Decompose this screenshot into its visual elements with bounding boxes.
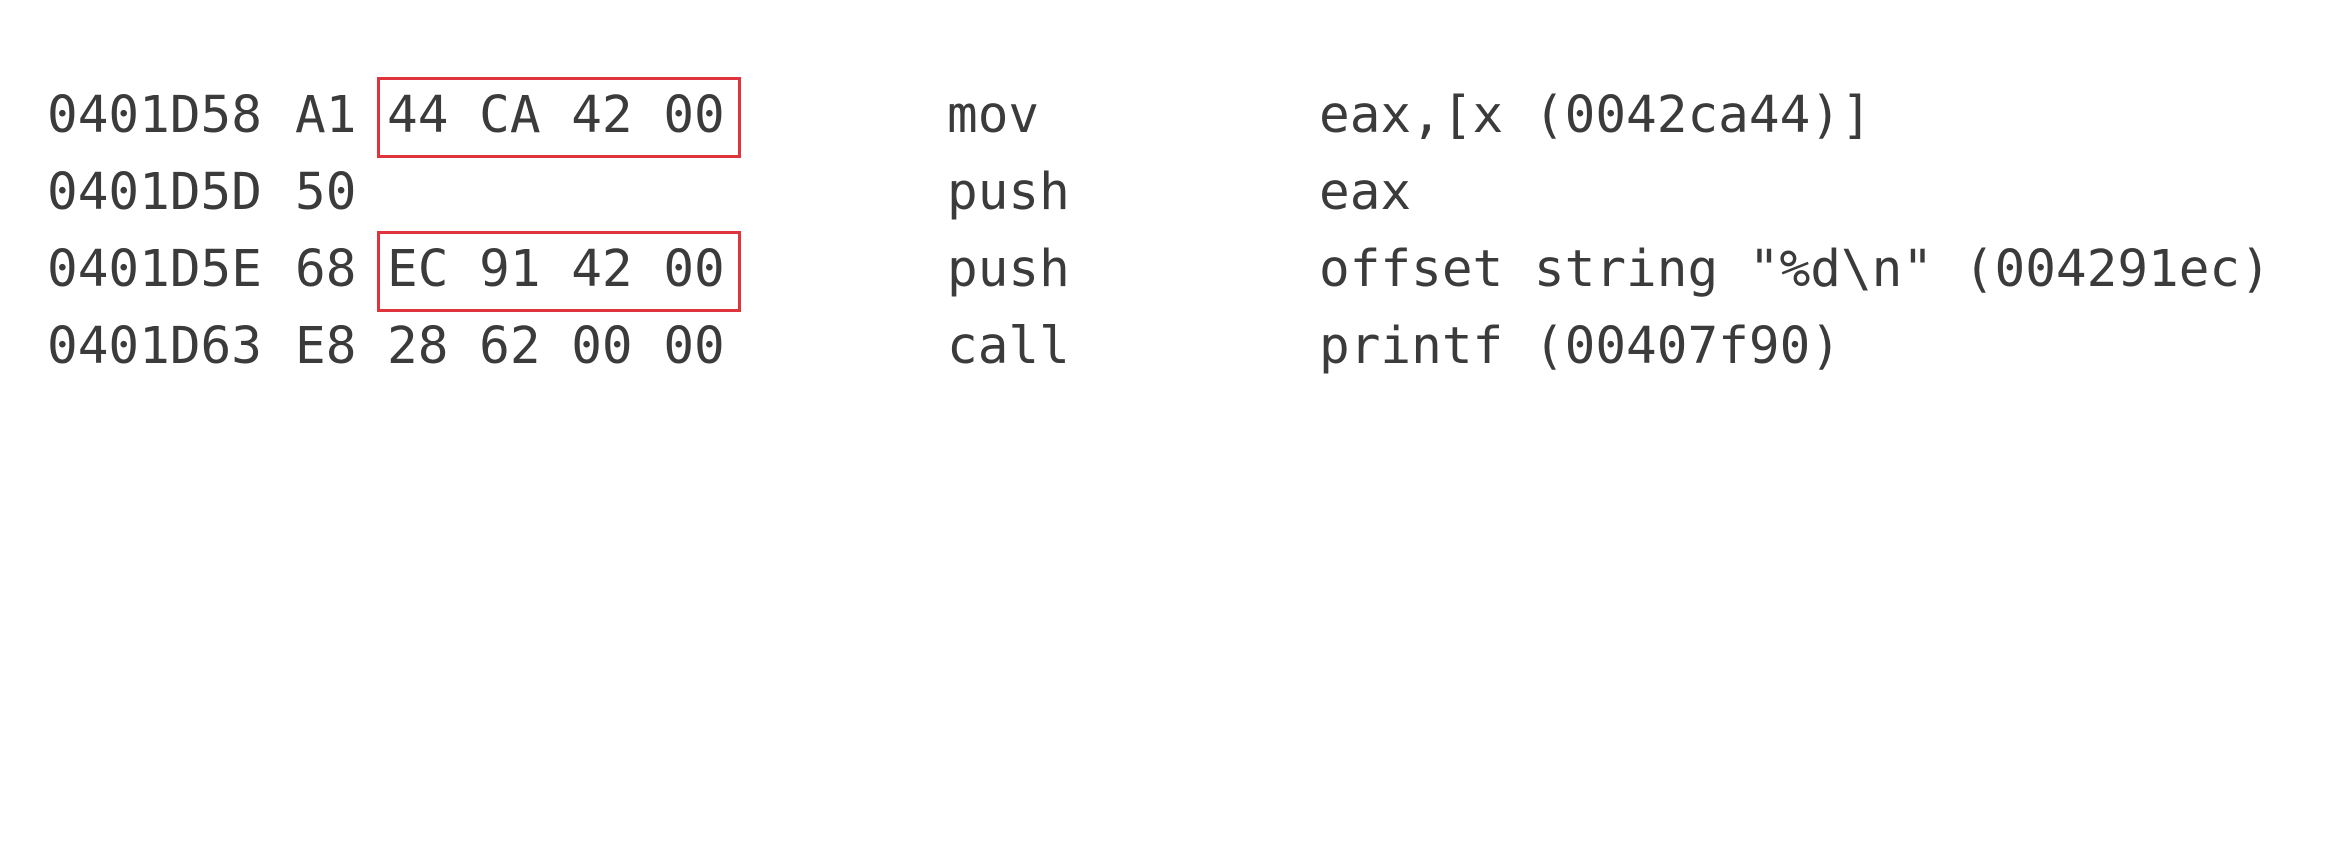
opcode-byte: 50 [295, 163, 357, 222]
instruction-address: 0401D58 [47, 86, 262, 145]
instruction-address: 0401D5D [47, 163, 262, 222]
instruction-operands: offset string "%d\n" (004291ec) [1319, 240, 2271, 299]
opcode-byte: E8 [295, 317, 357, 376]
instruction-mnemonic: push [947, 240, 1070, 299]
disassembly-row[interactable]: 0401D63 E8 28 62 00 00 call printf (0040… [47, 308, 1841, 385]
opcode-byte: A1 [295, 86, 357, 145]
instruction-operands: eax,[x (0042ca44)] [1319, 86, 1872, 145]
operand-bytes: 44 CA 42 00 [387, 86, 725, 145]
disassembly-row[interactable]: 0401D5D 50 push eax [47, 154, 1411, 231]
disassembly-listing: 0401D58 A1 44 CA 42 00 mov eax,[x (0042c… [47, 77, 2271, 385]
instruction-mnemonic: mov [947, 86, 1040, 145]
instruction-mnemonic: call [947, 317, 1070, 376]
highlight-box [377, 77, 741, 158]
instruction-address: 0401D63 [47, 317, 262, 376]
opcode-byte: 68 [295, 240, 357, 299]
highlight-box [377, 231, 741, 312]
operand-bytes: EC 91 42 00 [387, 240, 725, 299]
instruction-operands: eax [1319, 163, 1412, 222]
disassembly-row[interactable]: 0401D5E 68 EC 91 42 00 push offset strin… [47, 231, 2271, 312]
instruction-address: 0401D5E [47, 240, 262, 299]
instruction-operands: printf (00407f90) [1319, 317, 1841, 376]
operand-bytes: 28 62 00 00 [387, 317, 725, 376]
instruction-mnemonic: push [947, 163, 1070, 222]
disassembly-row[interactable]: 0401D58 A1 44 CA 42 00 mov eax,[x (0042c… [47, 77, 1872, 158]
